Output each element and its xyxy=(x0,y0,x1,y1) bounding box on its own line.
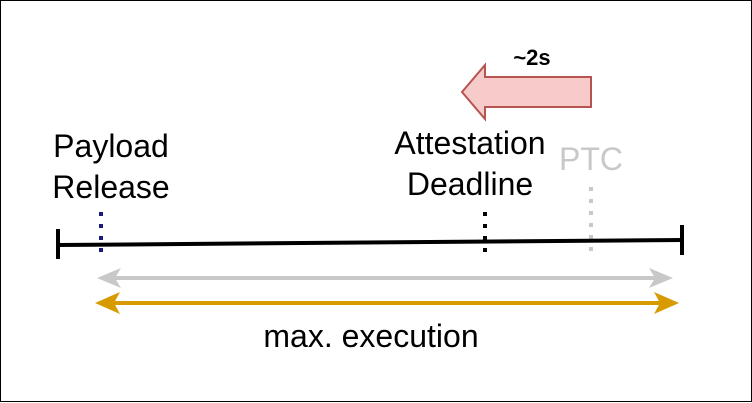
ptc-window-arrow-right-head xyxy=(649,268,673,288)
ptc-window-arrow-left-head xyxy=(97,268,121,288)
max-execution-arrow-left-head xyxy=(95,292,120,314)
shift-label: ~2s xyxy=(513,45,550,70)
attestation-deadline-label-line2: Deadline xyxy=(407,166,533,202)
payload-release-label-line2: Release xyxy=(52,169,169,205)
max-execution-label: max. execution xyxy=(263,318,478,354)
ptc-label: PTC xyxy=(559,141,623,177)
attestation-deadline-label-line1: Attestation xyxy=(394,125,545,161)
shift-arrow xyxy=(460,62,592,122)
max-execution-arrow-right-head xyxy=(654,292,679,314)
payload-release-label-line1: Payload xyxy=(53,128,169,164)
timeline-axis xyxy=(57,238,683,247)
